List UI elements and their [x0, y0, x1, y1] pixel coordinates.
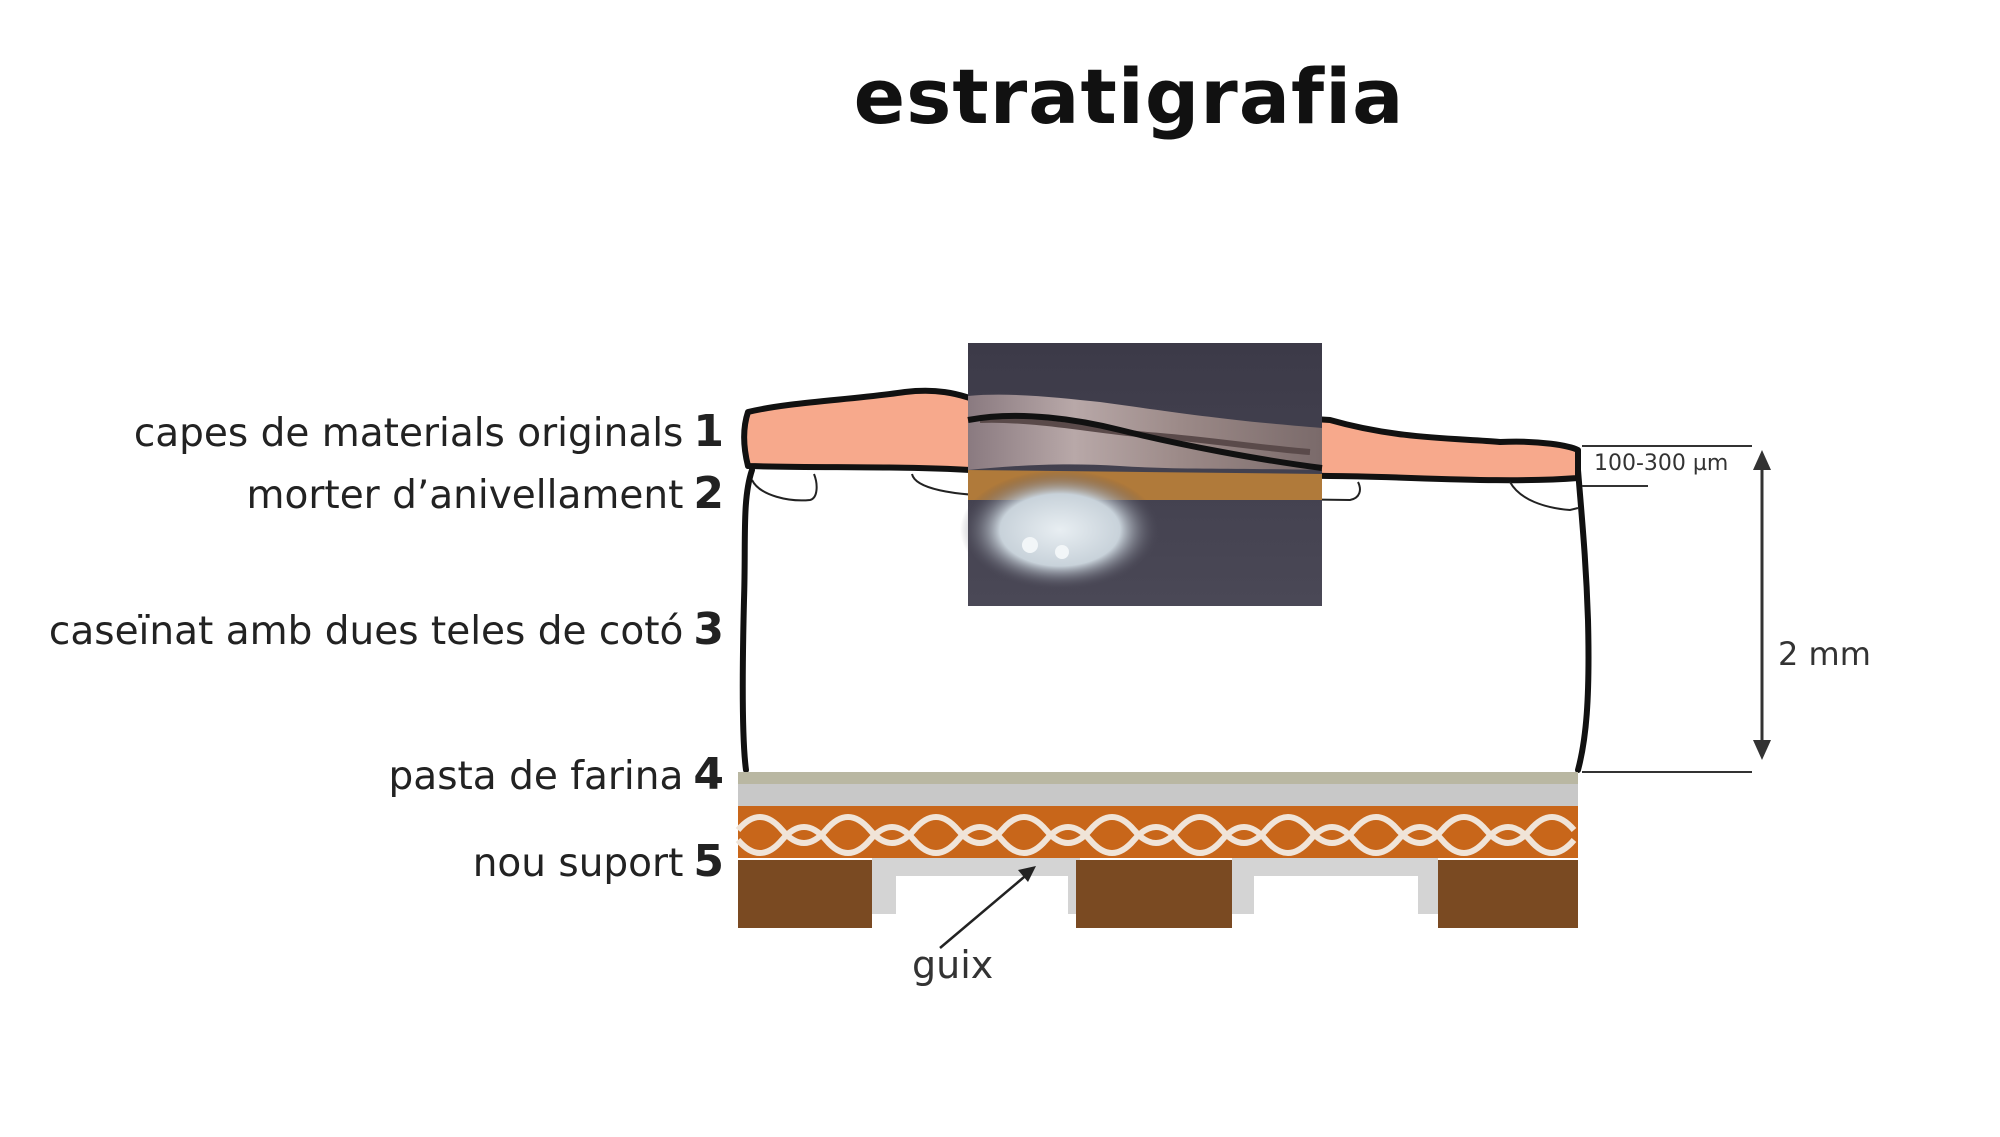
arrow-up-icon: [1753, 450, 1771, 470]
flour-paste-lower: [738, 784, 1578, 806]
support-block-1: [738, 860, 872, 928]
support-block-3: [1438, 860, 1578, 928]
micrograph-inset: [960, 343, 1322, 606]
plaster-label: guix: [912, 943, 993, 987]
support-block-2: [1076, 860, 1232, 928]
thin-dimension-label: 100-300 µm: [1594, 451, 1728, 476]
fabric-weave: [738, 806, 1578, 858]
plaster-gap-2-inner: [1254, 876, 1418, 920]
flour-paste-band: [738, 772, 1578, 784]
arrow-down-icon: [1753, 740, 1771, 760]
thick-dimension-label: 2 mm: [1778, 635, 1871, 673]
levelling-mortar-pocket-left: [752, 474, 817, 500]
levelling-mortar-pocket-right: [1510, 482, 1578, 510]
